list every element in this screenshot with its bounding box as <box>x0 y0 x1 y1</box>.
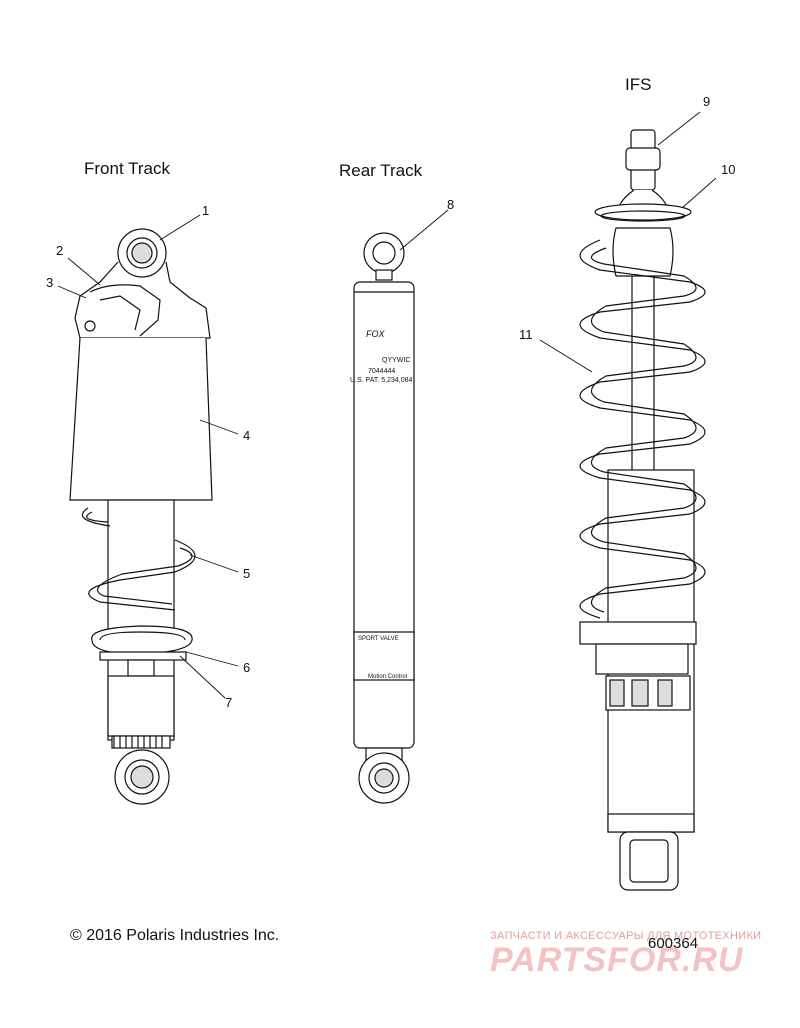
front-oring <box>84 320 96 332</box>
ifs-adjuster-collar <box>579 621 697 645</box>
callout-1: 1 <box>202 203 210 218</box>
callout-3: 3 <box>46 275 54 290</box>
shock-marking-band1: SPORT VALVE <box>358 636 399 642</box>
rear-shock-markings: FOX QYYWIC 7044444 U.S. PAT. 5,234,084 S… <box>350 329 412 680</box>
ifs-upper-seat <box>594 203 692 221</box>
heading-front-track: Front Track <box>84 159 170 178</box>
shock-marking-line2: 7044444 <box>368 368 395 375</box>
front-spring-seat <box>99 651 187 661</box>
copyright-notice: © 2016 Polaris Industries Inc. <box>70 927 280 944</box>
front-leaders <box>57 214 239 699</box>
shock-marking-band2: Motion Control <box>368 674 407 680</box>
callout-8: 8 <box>447 197 455 212</box>
watermark-logo: PARTSFOR.RU <box>490 941 744 979</box>
shock-marking-line3: U.S. PAT. 5,234,084 <box>350 377 412 384</box>
callout-11: 11 <box>519 327 533 342</box>
front-spring-collar <box>91 625 193 655</box>
front-spring <box>82 507 196 611</box>
shock-marking-line1: QYYWIC <box>382 357 410 364</box>
shock-marking-logo: FOX <box>366 329 385 339</box>
front-cover <box>69 337 213 501</box>
callout-5: 5 <box>243 566 251 581</box>
ifs-shock <box>579 129 706 891</box>
callout-4: 4 <box>243 428 251 443</box>
heading-ifs: IFS <box>625 75 652 94</box>
ifs-leaders <box>539 111 717 373</box>
rear-leader-8 <box>399 209 449 251</box>
front-track-shock <box>69 228 213 805</box>
watermark-caption: ЗАПЧАСТИ И АКСЕССУАРЫ ДЛЯ МОТОТЕХНИКИ <box>490 930 762 942</box>
heading-rear-track: Rear Track <box>339 161 423 180</box>
rear-track-shock <box>353 232 415 804</box>
rear-top-eyelet <box>363 232 405 274</box>
callout-2: 2 <box>56 243 64 258</box>
ifs-spring <box>579 239 706 619</box>
callout-10: 10 <box>721 162 736 177</box>
callout-6: 6 <box>243 660 251 675</box>
callout-9: 9 <box>703 94 711 109</box>
ifs-bottom-eye <box>619 831 679 891</box>
diagram-part-number: 600364 <box>648 935 699 952</box>
callout-7: 7 <box>225 695 233 710</box>
